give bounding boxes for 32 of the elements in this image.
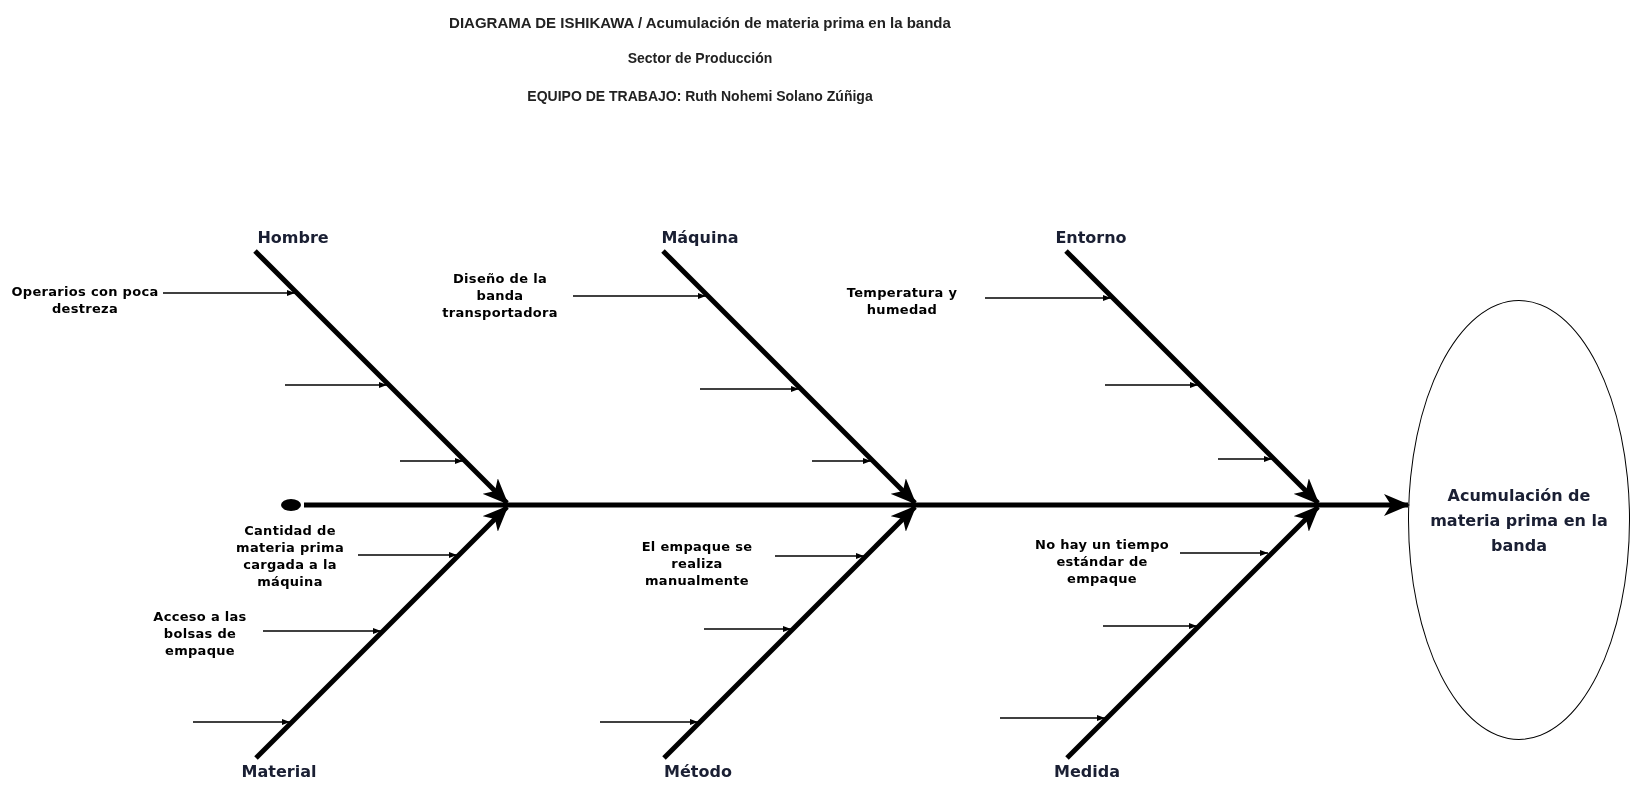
cause-text: No hay un tiempo estándar de empaque: [1027, 536, 1177, 587]
cause-text: Acceso a las bolsas de empaque: [140, 608, 260, 659]
subtitle: EQUIPO DE TRABAJO: Ruth Nohemi Solano Zúñiga: [526, 88, 874, 104]
category-label: Hombre: [243, 228, 343, 247]
cause-text: Diseño de la banda transportadora: [430, 270, 570, 321]
effect-text: Acumulación de materia prima en la banda: [1429, 484, 1609, 557]
bone-arrow: [1064, 249, 1320, 505]
cause-text: El empaque se realiza manualmente: [622, 538, 772, 589]
category-label: Método: [648, 762, 748, 781]
category-label: Entorno: [1041, 228, 1141, 247]
category-label: Material: [229, 762, 329, 781]
category-label: Máquina: [650, 228, 750, 247]
spine-arrow: [304, 494, 1410, 516]
bone-arrow: [1065, 505, 1320, 760]
cause-arrow: [984, 295, 1112, 301]
cause-text: Temperatura y humedad: [822, 284, 982, 318]
cause-text: Operarios con poca destreza: [10, 283, 160, 317]
tail-dot: [281, 499, 301, 511]
bone-arrow: [662, 505, 917, 760]
cause-arrow: [1179, 550, 1269, 556]
cause-text: Cantidad de materia prima cargada a la máquina: [225, 522, 355, 590]
cause-arrow: [357, 552, 458, 558]
diagram-title: DIAGRAMA DE ISHIKAWA / Acumulación de materia prima en la banda: [448, 14, 952, 31]
cause-arrow: [162, 290, 296, 296]
bone-arrow: [253, 249, 509, 505]
cause-arrow: [262, 628, 382, 634]
cause-arrow: [774, 553, 865, 559]
bone-arrow: [661, 249, 917, 505]
cause-arrow: [572, 293, 707, 299]
bone-arrow: [254, 505, 509, 760]
subtitle: Sector de Producción: [626, 50, 774, 66]
category-label: Medida: [1037, 762, 1137, 781]
